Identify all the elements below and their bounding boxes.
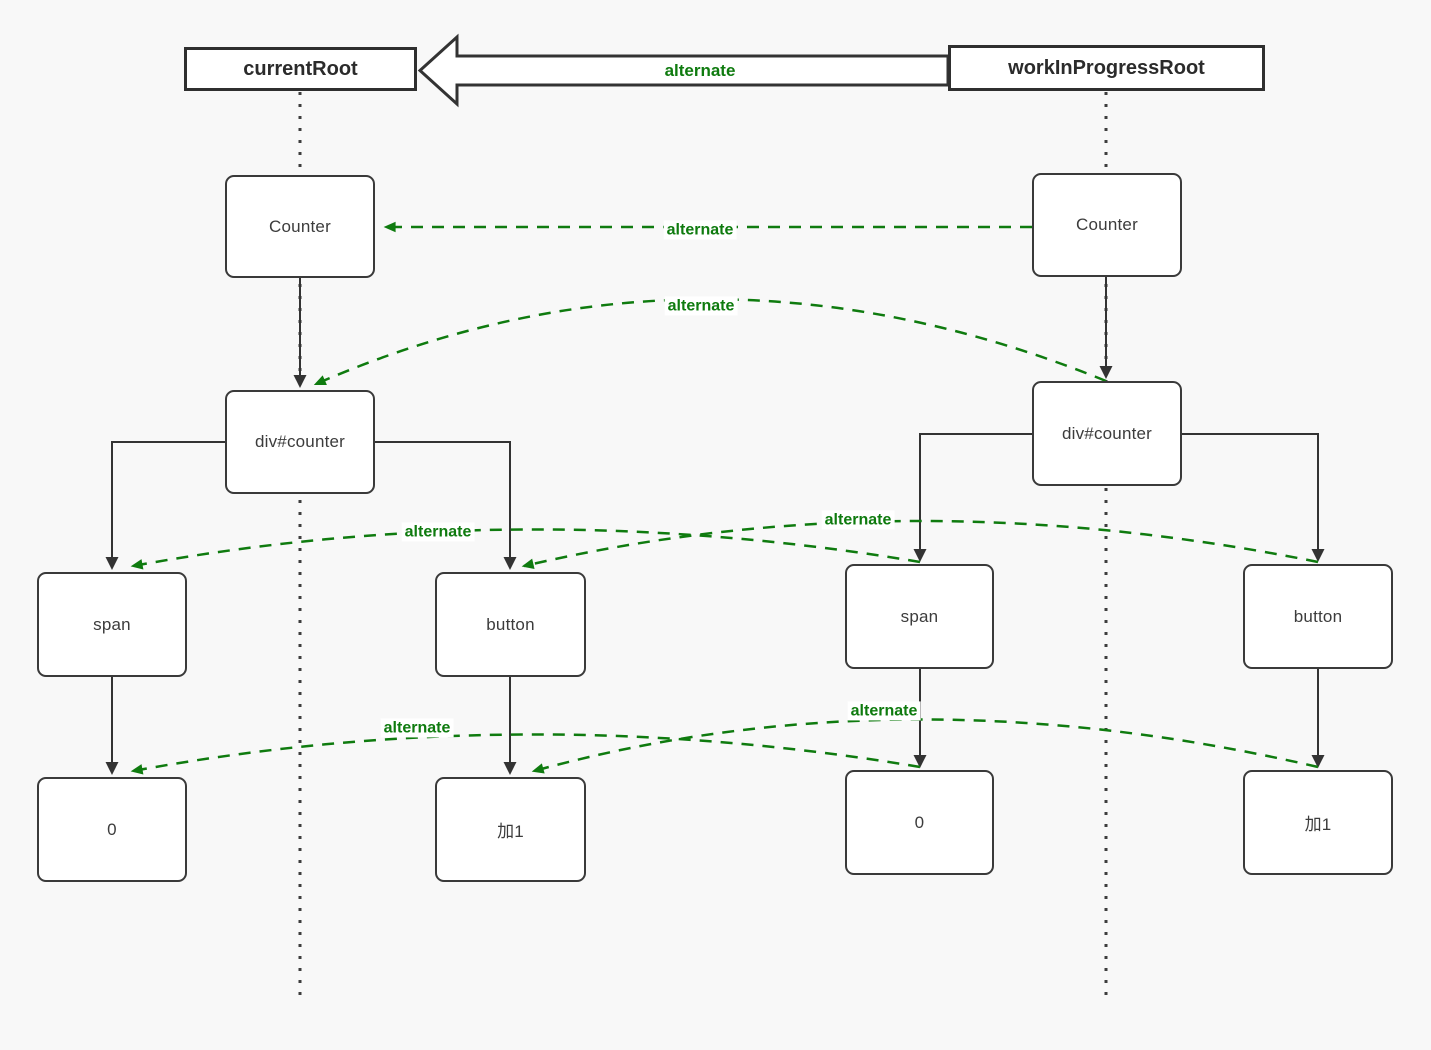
current-text-zero-node: 0	[37, 777, 187, 882]
wip-text-plus1-node: 加1	[1243, 770, 1393, 875]
current-root-label: currentRoot	[243, 57, 358, 80]
alternate-edge-text-plus1	[531, 718, 1319, 774]
current-span-node: span	[37, 572, 187, 677]
alternate-edge-button	[521, 519, 1319, 569]
alternate-label-root: alternate	[664, 60, 736, 80]
edge-current-div-to-button	[375, 441, 517, 570]
current-counter-node: Counter	[225, 175, 375, 278]
wip-counter-node: Counter	[1032, 173, 1182, 277]
alternate-label-text-zero: alternate	[380, 718, 454, 738]
edge-wip-div-to-button	[1182, 433, 1325, 562]
wip-div-label: div#counter	[1061, 423, 1153, 443]
current-div-node: div#counter	[225, 390, 375, 494]
alternate-label-div: alternate	[664, 296, 738, 316]
alternate-label-text-plus1: alternate	[847, 701, 921, 721]
alternate-edge-div	[313, 298, 1107, 386]
root-alternate-arrow	[417, 33, 950, 108]
wip-button-label: button	[1293, 606, 1343, 626]
wip-root-box: workInProgressRoot	[948, 45, 1265, 91]
alternate-label-counter: alternate	[663, 220, 737, 240]
current-button-label: button	[486, 614, 535, 634]
wip-root-label: workInProgressRoot	[1008, 56, 1205, 79]
current-text-plus1-label: 加1	[497, 822, 524, 841]
wip-button-node: button	[1243, 564, 1393, 669]
wip-counter-label: Counter	[1076, 215, 1138, 234]
wip-text-plus1-label: 加1	[1304, 815, 1332, 834]
current-root-box: currentRoot	[184, 47, 417, 91]
alternate-edge-text-zero	[130, 733, 921, 775]
current-text-plus1-node: 加1	[435, 777, 586, 882]
wip-text-zero-node: 0	[845, 770, 994, 875]
alternate-label-span: alternate	[401, 522, 475, 542]
current-counter-label: Counter	[269, 216, 331, 236]
wip-span-label: span	[900, 606, 939, 626]
current-text-zero-label: 0	[107, 819, 117, 839]
alternate-label-button: alternate	[821, 510, 895, 530]
alternate-edge-span	[130, 528, 921, 570]
current-span-label: span	[93, 614, 131, 634]
edge-wip-div-to-span	[913, 433, 1032, 562]
current-button-node: button	[435, 572, 586, 677]
wip-div-node: div#counter	[1032, 381, 1182, 486]
current-div-label: div#counter	[254, 432, 346, 451]
wip-text-zero-label: 0	[914, 812, 925, 832]
wip-span-node: span	[845, 564, 994, 669]
edge-current-div-to-span	[105, 441, 225, 570]
